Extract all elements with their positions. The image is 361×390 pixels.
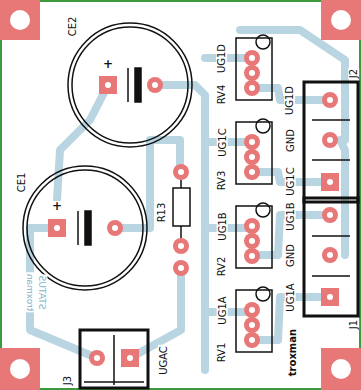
- silkscreen-label: UG1A: [285, 282, 296, 312]
- polarity-mark: +: [102, 59, 114, 70]
- silkscreen-label: GND: [285, 128, 296, 153]
- silkscreen-label: UGAC: [158, 345, 169, 376]
- silkscreen-label: troxman: [287, 327, 298, 376]
- drill-hole: [327, 252, 333, 258]
- drill-hole: [249, 253, 255, 259]
- solder-pad: [321, 288, 339, 306]
- drill-hole: [94, 355, 100, 361]
- drill-hole: [152, 82, 158, 88]
- drill-hole: [249, 307, 255, 313]
- polarity-mark: +: [51, 201, 63, 212]
- silkscreen-label: J1: [349, 318, 360, 329]
- solder-pad: [121, 349, 139, 367]
- silkscreen-label: UG1C: [216, 127, 227, 157]
- silkscreen-label: RV3: [216, 169, 227, 191]
- drill-hole: [178, 243, 184, 249]
- silkscreen-label: RV4: [216, 83, 227, 105]
- solder-pad: [147, 77, 163, 93]
- solder-pad: [322, 207, 338, 223]
- silkscreen-label: UG1D: [216, 42, 227, 73]
- solder-pad: [173, 164, 189, 180]
- drill-hole: [178, 265, 184, 271]
- solder-pad: [107, 220, 123, 236]
- drill-hole: [249, 85, 255, 91]
- silkscreen-label: R13: [157, 201, 168, 223]
- solder-pad: [244, 248, 260, 264]
- solder-pad: [244, 134, 260, 150]
- solder-pad: [244, 332, 260, 348]
- drill-hole: [327, 97, 333, 103]
- drill-hole: [112, 225, 118, 231]
- solder-pad: [322, 92, 338, 108]
- silkscreen-label: CE2: [67, 15, 78, 37]
- drill-hole: [54, 225, 60, 231]
- silkscreen-label: STATUS: [37, 274, 48, 310]
- solder-pad: [321, 173, 339, 191]
- solder-pad: [322, 132, 338, 148]
- solder-pad: [89, 350, 105, 366]
- drill-hole: [327, 212, 333, 218]
- silkscreen-label: RV1: [216, 341, 227, 363]
- drill-hole: [249, 55, 255, 61]
- silkscreen-label: UG1C: [284, 166, 295, 196]
- silkscreen-label: GND: [285, 243, 296, 268]
- solder-pad: [244, 218, 260, 234]
- drill-hole: [327, 179, 333, 185]
- silkscreen-label: J3: [63, 374, 74, 385]
- drill-hole: [327, 137, 333, 143]
- silkscreen-label: RV2: [216, 255, 227, 277]
- solder-pad: [173, 260, 189, 276]
- drill-hole: [249, 169, 255, 175]
- drill-hole: [249, 70, 255, 76]
- solder-pad: [244, 65, 260, 81]
- silkscreen-label: troxman: [24, 272, 35, 312]
- solder-pad: [244, 50, 260, 66]
- solder-pad: [322, 247, 338, 263]
- silkscreen-label: J2: [349, 67, 360, 78]
- solder-pad: [48, 219, 66, 237]
- drill-hole: [249, 139, 255, 145]
- solder-pad: [244, 149, 260, 165]
- solder-pad: [173, 238, 189, 254]
- silkscreen: [23, 23, 358, 388]
- solder-pad: [244, 317, 260, 333]
- silkscreen-label: UG1B: [216, 211, 227, 241]
- solder-pad: [99, 76, 117, 94]
- silkscreen-label: UG1B: [284, 201, 295, 231]
- silkscreen-label: CE1: [16, 171, 27, 193]
- silkscreen-label: UG1D: [284, 84, 295, 115]
- drill-hole: [178, 169, 184, 175]
- component-pads: [48, 50, 339, 367]
- solder-pad: [244, 80, 260, 96]
- drill-hole: [327, 294, 333, 300]
- drill-hole: [249, 322, 255, 328]
- drill-hole: [127, 355, 133, 361]
- solder-pad: [244, 302, 260, 318]
- solder-pad: [244, 164, 260, 180]
- drill-hole: [249, 154, 255, 160]
- drill-hole: [249, 238, 255, 244]
- drill-hole: [105, 82, 111, 88]
- drill-hole: [249, 223, 255, 229]
- drill-hole: [249, 337, 255, 343]
- solder-pad: [244, 233, 260, 249]
- silkscreen-label: UG1A: [217, 295, 228, 325]
